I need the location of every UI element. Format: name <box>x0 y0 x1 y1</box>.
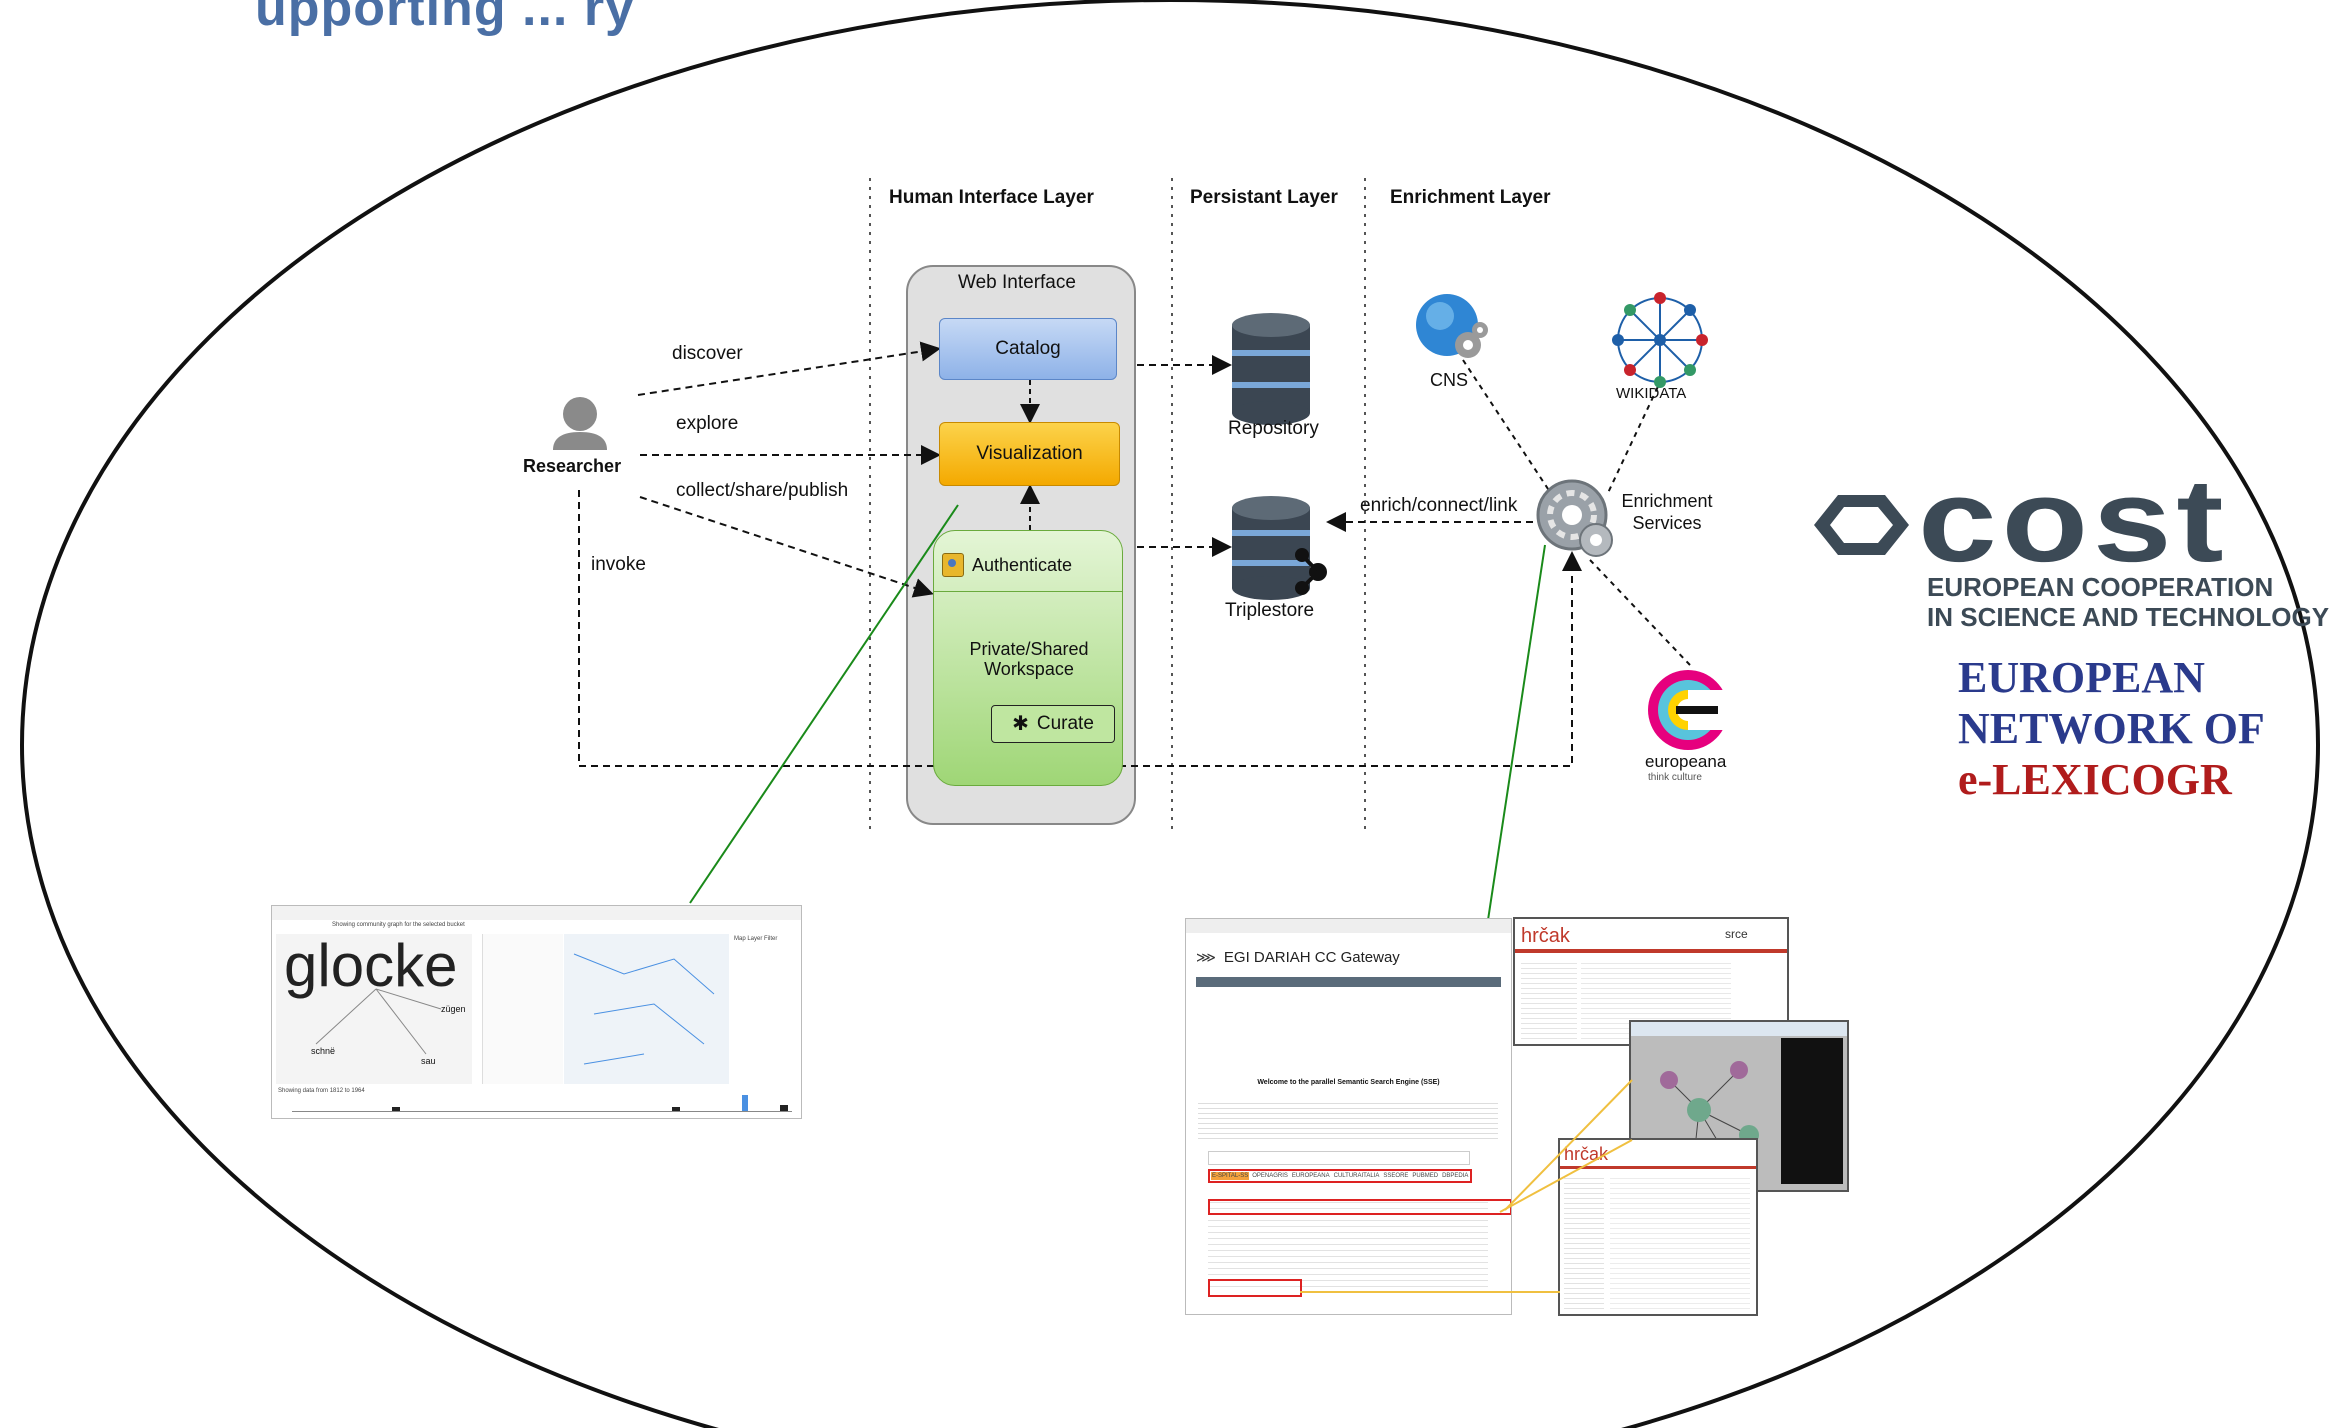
layer-title-persistant: Persistant Layer <box>1190 187 1338 208</box>
catalog-box[interactable]: Catalog <box>939 318 1117 380</box>
hrcak-logo-1: hrčak <box>1521 925 1570 947</box>
repository-db-icon <box>1232 313 1310 425</box>
curate-label: Curate <box>1036 713 1094 734</box>
wikidata-label: WIKIDATA <box>1616 385 1687 402</box>
triplestore-label: Triplestore <box>1225 600 1315 621</box>
gateway-title: EGI DARIAH CC Gateway <box>1223 949 1400 966</box>
visualization-box[interactable]: Visualization <box>939 422 1120 486</box>
word-node: zügen <box>441 1004 466 1014</box>
gear-icon: ✱ <box>1012 713 1029 735</box>
action-collect-share-publish: collect/share/publish <box>676 480 849 501</box>
elex-line-3: e-LEXICOGR <box>1958 755 2232 804</box>
egi-logo-icon: ⋙ <box>1196 949 1216 965</box>
footer-range: Showing data from 1812 to 1964 <box>278 1088 365 1094</box>
workspace-box[interactable]: Authenticate Private/Shared Workspace ✱ … <box>933 530 1123 786</box>
word-glocke: glocke <box>284 932 458 999</box>
elex-line-2: NETWORK OF <box>1958 704 2265 753</box>
researcher-label: Researcher <box>523 456 622 476</box>
panel-title: Showing community graph for the selected… <box>332 922 465 928</box>
authenticate-row[interactable]: Authenticate <box>942 553 1072 577</box>
cost-line-2: IN SCIENCE AND TECHNOLOGY <box>1927 602 2330 632</box>
curate-button[interactable]: ✱ Curate <box>991 705 1115 743</box>
layer-title-enrichment: Enrichment Layer <box>1390 187 1551 208</box>
action-invoke: invoke <box>591 554 646 575</box>
cost-line-1: EUROPEAN COOPERATION <box>1927 572 2274 602</box>
web-interface-title: Web Interface <box>958 272 1076 293</box>
action-explore: explore <box>676 413 739 434</box>
layer-title-human-interface: Human Interface Layer <box>889 187 1094 208</box>
source-tabs: E-SPITAL-SS OPENAGRIS EUROPEANA CULTURAI… <box>1208 1169 1473 1183</box>
repository-label: Repository <box>1228 418 1319 439</box>
gateway-screenshot: ⋙ EGI DARIAH CC Gateway Welcome to the p… <box>1185 918 1512 1315</box>
triplestore-db-icon <box>1232 496 1327 600</box>
hrcak-screenshot-2: hrčak <box>1558 1138 1758 1316</box>
researcher-icon <box>553 397 607 450</box>
enrichment-gear-icon <box>1536 479 1613 557</box>
srce-logo: srce <box>1725 927 1748 941</box>
welcome-text: Welcome to the parallel Semantic Search … <box>1257 1079 1440 1086</box>
action-discover: discover <box>672 343 743 364</box>
cost-wordmark: cost <box>1918 455 2229 587</box>
elex-line-1: EUROPEAN <box>1958 653 2205 702</box>
cost-logo-icon <box>1814 495 1909 555</box>
visualization-screenshot: Showing community graph for the selected… <box>271 905 802 1119</box>
slide-heading: upporting ... ry <box>255 0 635 37</box>
filter-title: Map Layer Filter <box>734 936 778 942</box>
cns-globe-icon <box>1416 294 1488 358</box>
key-icon <box>942 553 964 577</box>
wikidata-icon <box>1612 292 1708 388</box>
visualization-label: Visualization <box>976 443 1083 464</box>
europeana-label: europeana <box>1645 752 1727 771</box>
catalog-label: Catalog <box>995 338 1061 359</box>
workspace-label: Private/Shared Workspace <box>969 639 1089 679</box>
europeana-logo-icon <box>1648 670 1728 750</box>
enrichment-services-label: Enrichment Services <box>1621 491 1713 533</box>
europeana-tagline: think culture <box>1648 772 1702 783</box>
frame-ellipse <box>20 0 2320 1428</box>
authenticate-label: Authenticate <box>972 554 1073 575</box>
cns-label: CNS <box>1430 370 1469 390</box>
enrich-connect-link-label: enrich/connect/link <box>1360 495 1518 516</box>
word-node: sau <box>421 1056 436 1066</box>
word-node: schnë <box>311 1046 336 1056</box>
